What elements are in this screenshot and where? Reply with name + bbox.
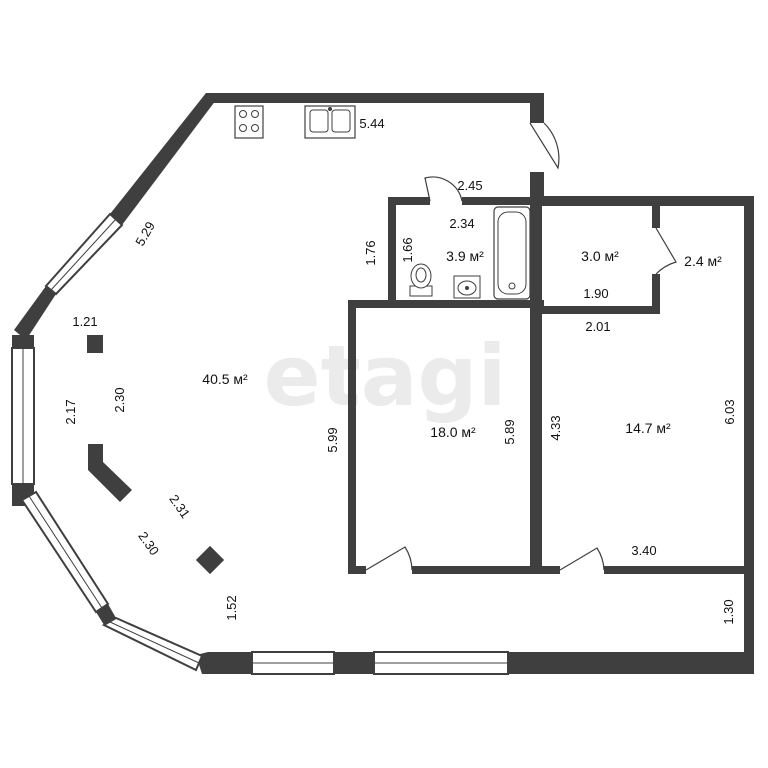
- area-closet-1: 3.0 м²: [581, 248, 619, 264]
- wall-bath-top-left: [388, 197, 430, 205]
- dim-bed1-right: 5.89: [502, 419, 517, 444]
- dim-closet-bottom: 1.90: [583, 286, 608, 301]
- closet-door: [655, 227, 677, 275]
- dim-diag-lower-outer: 2.30: [135, 529, 162, 558]
- wall-closet-div-bottom: [652, 274, 660, 314]
- wall-bed1-bottom-left: [348, 566, 366, 574]
- column: [87, 335, 103, 353]
- dim-bed1-left: 5.99: [325, 427, 340, 452]
- bed1-door: [365, 546, 413, 571]
- wall-top-right: [530, 196, 754, 206]
- stove-icon: [234, 105, 264, 139]
- dim-bed2-right: 6.03: [722, 399, 737, 424]
- wall-bottom-mid: [334, 652, 374, 674]
- wall-bottom-left: [196, 652, 252, 674]
- dim-bath-top-outer: 2.45: [457, 178, 482, 193]
- wall-closet-div-top: [652, 206, 660, 228]
- wall-right: [744, 196, 754, 674]
- dim-bed2-bottom: 3.40: [631, 543, 656, 558]
- wall-diag-upper: [110, 93, 216, 225]
- area-bedroom-1: 18.0 м²: [430, 424, 476, 440]
- wall-bed2-bottom: [604, 566, 754, 574]
- dim-bay-left: 2.17: [63, 399, 78, 424]
- dim-bay-top: 1.21: [72, 314, 97, 329]
- area-labels: 40.5 м² 3.9 м² 3.0 м² 2.4 м² 18.0 м² 14.…: [202, 248, 722, 440]
- wall-entrance-top: [530, 93, 544, 123]
- dim-top: 5.44: [359, 116, 384, 131]
- wall-bay-top: [12, 335, 34, 348]
- dim-diag-upper: 5.29: [132, 219, 158, 248]
- doors: [365, 122, 677, 571]
- wall-bath-top-right: [462, 197, 540, 205]
- bathtub-icon: [493, 206, 531, 300]
- watermark: etagi: [264, 327, 507, 425]
- wall-diag-upper-end: [14, 286, 56, 340]
- outer-walls: [12, 93, 754, 674]
- kitchen-sink-icon: [304, 105, 356, 139]
- area-bedroom-2: 14.7 м²: [625, 420, 671, 436]
- wall-top: [206, 93, 544, 103]
- dim-bath-top-inner: 2.34: [449, 216, 474, 231]
- area-living: 40.5 м²: [202, 371, 248, 387]
- wall-closet-bottom: [540, 306, 660, 314]
- wall-bed1-right: [530, 196, 542, 574]
- wall-bath-left: [388, 197, 396, 301]
- area-bath: 3.9 м²: [446, 248, 484, 264]
- dim-bed2-left: 4.33: [548, 415, 563, 440]
- column: [195, 545, 225, 575]
- bath-door: [424, 176, 463, 202]
- dim-corridor-right: 1.30: [721, 599, 736, 624]
- toilet-icon: [409, 263, 433, 297]
- dim-diag-lower-inner: 2.31: [166, 492, 193, 521]
- wall-bed1-bottom-right: [412, 566, 560, 574]
- bed2-door: [559, 547, 605, 571]
- wall-bottom-right: [508, 652, 754, 674]
- dim-bath-left-inner: 1.66: [400, 237, 415, 262]
- partition: [88, 444, 132, 502]
- fixtures: [87, 105, 531, 575]
- area-closet-2: 2.4 м²: [684, 253, 722, 269]
- interior-walls: [348, 196, 754, 574]
- wall-bed1-left: [348, 300, 356, 574]
- windows: [11, 212, 509, 675]
- dim-bottom-left: 1.52: [224, 595, 239, 620]
- wall-bed1-top: [348, 300, 544, 308]
- dim-bay-inner: 2.30: [112, 387, 127, 412]
- dim-room2-top: 2.01: [585, 319, 610, 334]
- washbasin-icon: [453, 275, 481, 299]
- dimension-labels: 5.44 5.29 1.21 2.17 2.30 2.31 2.30 1.52 …: [63, 116, 737, 625]
- dim-bath-left-outer: 1.76: [363, 240, 378, 265]
- entrance-door: [529, 122, 560, 170]
